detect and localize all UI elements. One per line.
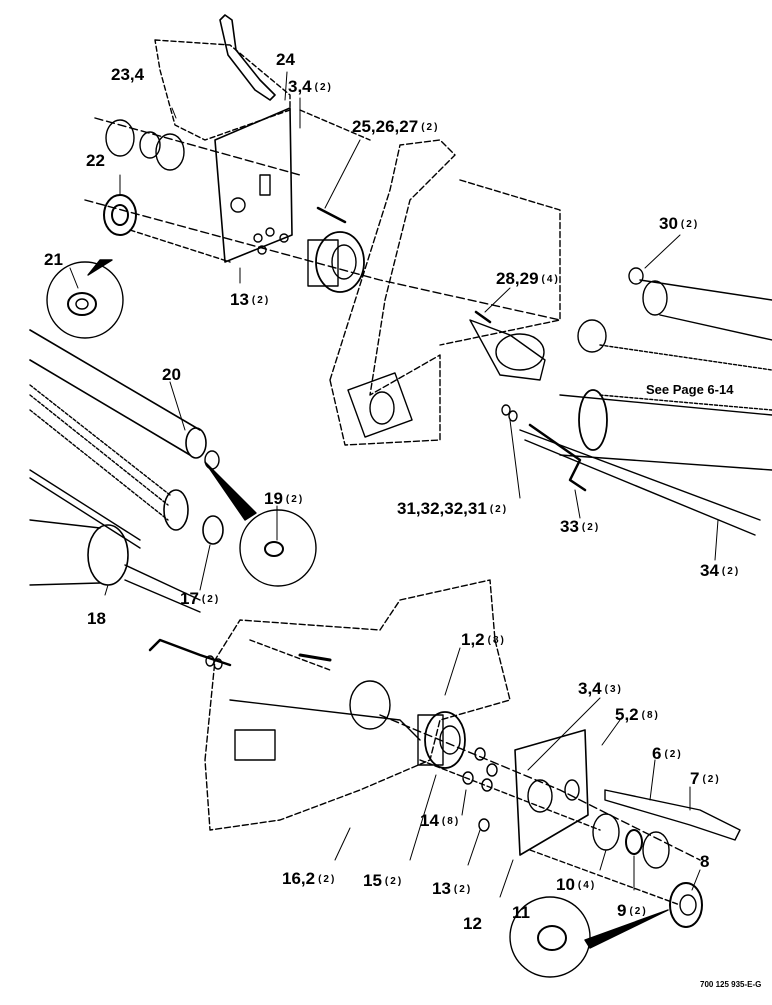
callout-18: 18 <box>87 610 106 628</box>
callout-9: 9(2) <box>617 902 648 920</box>
callout-qty: (2) <box>314 82 333 93</box>
callout-30: 30(2) <box>659 215 699 233</box>
upper-bracket-assembly <box>46 14 561 339</box>
callout-qty: (3) <box>604 684 623 695</box>
callout-label: 3,4 <box>288 77 312 96</box>
callout-qty: (4) <box>541 274 560 285</box>
callout-label: 7 <box>690 769 700 788</box>
callout-label: 18 <box>87 609 106 628</box>
callout-qty: (2) <box>384 876 404 887</box>
callout-label: 6 <box>652 744 662 763</box>
callout-qty: (4) <box>577 880 597 891</box>
callout-qty: (8) <box>487 635 506 646</box>
callout-15: 15(2) <box>363 872 403 890</box>
callout-13-top: 13(2) <box>230 291 270 309</box>
callout-19: 19(2) <box>264 490 304 508</box>
callout-label: 14 <box>420 811 439 830</box>
callout-qty: (2) <box>421 122 440 133</box>
callout-label: 24 <box>276 50 295 69</box>
callout-qty: (2) <box>629 906 648 917</box>
callout-label: 22 <box>86 151 105 170</box>
leader-lines <box>69 71 719 898</box>
callout-label: 21 <box>44 250 63 269</box>
callout-qty: (2) <box>453 884 473 895</box>
callout-qty: (2) <box>702 774 721 785</box>
callout-label: 30 <box>659 214 678 233</box>
left-roll-assembly <box>29 329 317 613</box>
callout-label: 17 <box>180 589 199 608</box>
see-page-note: See Page 6-14 <box>646 382 734 397</box>
callout-label: 12 <box>463 914 482 933</box>
callout-label: 31,32,32,31 <box>397 499 487 518</box>
callout-qty: (2) <box>489 504 509 515</box>
callout-qty: (2) <box>721 566 741 577</box>
callout-23-4: 23,4 <box>111 66 144 84</box>
callout-label: 1,2 <box>461 630 485 649</box>
callout-10: 10(4) <box>556 876 596 894</box>
callout-13-bottom: 13(2) <box>432 880 472 898</box>
callout-label: 10 <box>556 875 575 894</box>
callout-21: 21 <box>44 251 63 269</box>
callout-28-29: 28,29(4) <box>496 270 560 288</box>
callout-1-2: 1,2(8) <box>461 631 506 649</box>
callout-20: 20 <box>162 366 181 384</box>
upper-frame <box>329 139 772 536</box>
document-number: 700 125 935-E-G <box>700 980 762 989</box>
callout-label: 23,4 <box>111 65 145 84</box>
callout-label: 15 <box>363 871 382 890</box>
callout-5-2: 5,2(8) <box>615 706 660 724</box>
callout-7: 7(2) <box>690 770 721 788</box>
callout-label: 34 <box>700 561 719 580</box>
callout-label: 20 <box>162 365 181 384</box>
callout-label: 9 <box>617 901 627 920</box>
callout-34: 34(2) <box>700 562 740 580</box>
callout-label: 13 <box>432 879 451 898</box>
callout-3-4-top: 3,4(2) <box>288 78 333 96</box>
callout-label: 19 <box>264 489 283 508</box>
callout-33: 33(2) <box>560 518 600 536</box>
callout-label: 11 <box>512 903 530 922</box>
lower-bearing-assembly <box>379 711 741 978</box>
callout-label: 33 <box>560 517 579 536</box>
callout-label: 16,2 <box>282 869 316 888</box>
callout-8: 8 <box>700 853 709 871</box>
callout-12: 12 <box>463 915 482 933</box>
callout-qty: (2) <box>201 594 221 605</box>
callout-6: 6(2) <box>652 745 683 763</box>
callout-31-32-32-31: 31,32,32,31(2) <box>397 500 508 518</box>
callout-qty: (2) <box>581 522 601 533</box>
callout-14: 14(8) <box>420 812 460 830</box>
callout-qty: (2) <box>251 295 271 306</box>
callout-16-2: 16,2(2) <box>282 870 336 888</box>
callout-11: 11 <box>512 904 530 922</box>
callout-label: 13 <box>230 290 249 309</box>
lower-frame <box>148 579 511 831</box>
callout-qty: (2) <box>318 874 337 885</box>
callout-qty: (8) <box>441 816 461 827</box>
callout-24: 24 <box>276 51 295 69</box>
callout-qty: (2) <box>664 749 683 760</box>
callout-label: 3,4 <box>578 679 602 698</box>
callout-3-4-bottom: 3,4(3) <box>578 680 623 698</box>
callout-label: 25,26,27 <box>352 117 419 136</box>
callout-qty: (8) <box>641 710 660 721</box>
callout-label: 8 <box>700 852 710 871</box>
callout-25-26-27: 25,26,27(2) <box>352 118 439 136</box>
callout-22: 22 <box>86 152 105 170</box>
callout-label: 28,29 <box>496 269 539 288</box>
callout-qty: (2) <box>285 494 305 505</box>
callout-qty: (2) <box>680 219 700 230</box>
callout-17: 17(2) <box>180 590 220 608</box>
callout-label: 5,2 <box>615 705 639 724</box>
